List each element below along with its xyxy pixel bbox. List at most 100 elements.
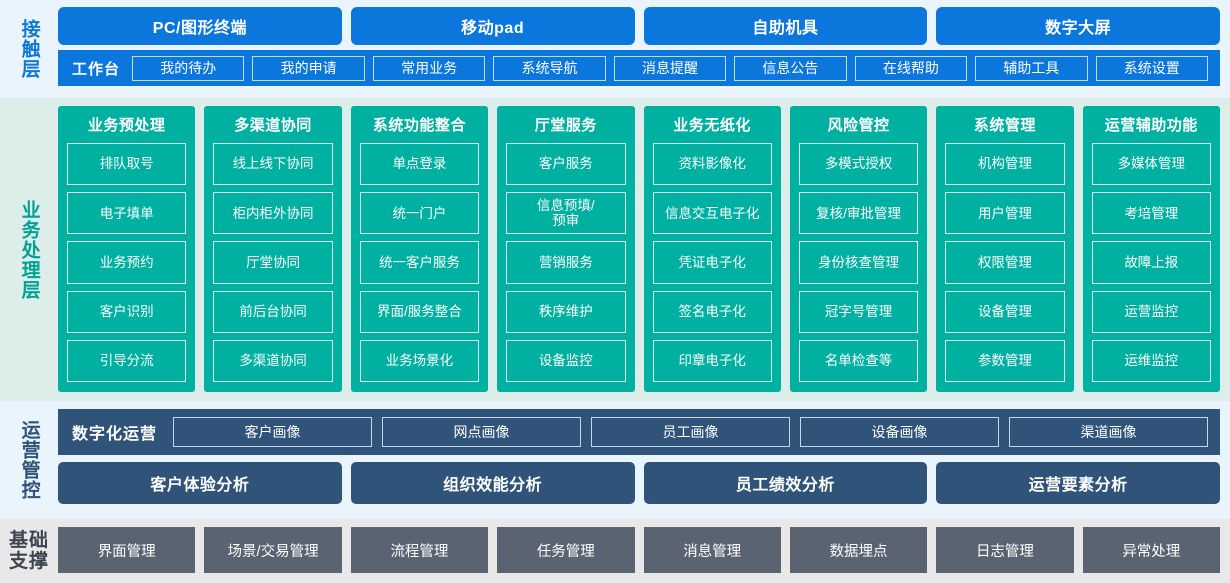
business-column-ops-support: 运营辅助功能 多媒体管理 考培管理 故障上报 运营监控 运维监控 — [1082, 106, 1220, 392]
biz-item-multimode-authorization[interactable]: 多模式授权 — [798, 143, 919, 186]
biz-item-document-imaging[interactable]: 资料影像化 — [652, 143, 772, 186]
biz-item-online-offline-collab[interactable]: 线上线下协同 — [213, 143, 333, 186]
biz-item-lobby-collab[interactable]: 厅堂协同 — [213, 241, 333, 284]
channel-row: PC/图形终端 移动pad 自助机具 数字大屏 — [58, 7, 1220, 45]
biz-item-org-mgmt[interactable]: 机构管理 — [945, 143, 1065, 186]
foundation-item-scenario-transaction-mgmt[interactable]: 场景/交易管理 — [204, 527, 342, 573]
business-column-system-mgmt: 系统管理 机构管理 用户管理 权限管理 设备管理 参数管理 — [936, 106, 1074, 392]
layer-contact-body: PC/图形终端 移动pad 自助机具 数字大屏 工作台 我的待办 我的申请 常用… — [58, 0, 1230, 98]
foundation-item-message-mgmt[interactable]: 消息管理 — [643, 527, 781, 573]
biz-item-user-mgmt[interactable]: 用户管理 — [945, 192, 1065, 235]
layer-operations-label: 运营管控 — [18, 420, 40, 500]
channel-mobile-pad[interactable]: 移动pad — [350, 7, 635, 45]
analysis-customer-experience[interactable]: 客户体验分析 — [58, 462, 342, 504]
column-items: 机构管理 用户管理 权限管理 设备管理 参数管理 — [945, 143, 1065, 383]
biz-item-customer-service[interactable]: 客户服务 — [506, 143, 626, 186]
analysis-org-efficiency[interactable]: 组织效能分析 — [350, 462, 635, 504]
foundation-item-task-mgmt[interactable]: 任务管理 — [497, 527, 635, 573]
workbench-item-online-help[interactable]: 在线帮助 — [854, 55, 968, 81]
column-items: 资料影像化 信息交互电子化 凭证电子化 签名电子化 印章电子化 — [652, 143, 772, 383]
column-title: 业务预处理 — [87, 117, 166, 134]
biz-item-queue-number[interactable]: 排队取号 — [67, 143, 187, 186]
digital-operations-title: 数字化运营 — [72, 426, 158, 443]
biz-item-prefill-prereview[interactable]: 信息预填/ 预审 — [506, 192, 626, 235]
workbench-item-system-nav[interactable]: 系统导航 — [493, 55, 606, 81]
foundation-item-data-tracking[interactable]: 数据埋点 — [789, 527, 928, 573]
channel-digital-screen[interactable]: 数字大屏 — [936, 7, 1220, 45]
business-column-preprocess: 业务预处理 排队取号 电子填单 业务预约 客户识别 引导分流 — [58, 106, 196, 392]
biz-item-review-approval[interactable]: 复核/审批管理 — [798, 192, 919, 235]
workbench-item-announcement[interactable]: 信息公告 — [734, 55, 847, 81]
channel-self-service[interactable]: 自助机具 — [643, 7, 928, 45]
column-title: 多渠道协同 — [234, 117, 312, 134]
biz-item-device-mgmt[interactable]: 设备管理 — [945, 290, 1065, 333]
layer-foundation-label: 基础 支撑 — [0, 519, 58, 583]
digital-operations-bar: 数字化运营 客户画像 网点画像 员工画像 设备画像 渠道画像 — [58, 409, 1220, 455]
business-column-lobby-service: 厅堂服务 客户服务 信息预填/ 预审 营销服务 秩序维护 设备监控 — [497, 106, 635, 392]
biz-item-serial-number-mgmt[interactable]: 冠字号管理 — [798, 290, 919, 333]
business-column-paperless: 业务无纸化 资料影像化 信息交互电子化 凭证电子化 签名电子化 印章电子化 — [643, 106, 781, 392]
workbench-item-system-settings[interactable]: 系统设置 — [1095, 55, 1208, 81]
layer-contact: 接触层 PC/图形终端 移动pad 自助机具 数字大屏 工作台 我的待办 我的申… — [0, 0, 1230, 98]
workbench-item-message-alert[interactable]: 消息提醒 — [613, 55, 727, 81]
foundation-item-process-mgmt[interactable]: 流程管理 — [350, 527, 489, 573]
biz-item-front-back-collab[interactable]: 前后台协同 — [213, 290, 333, 333]
portrait-channel[interactable]: 渠道画像 — [1009, 417, 1209, 447]
workbench-item-my-application[interactable]: 我的申请 — [252, 55, 365, 81]
portrait-employee[interactable]: 员工画像 — [591, 417, 791, 447]
column-title: 运营辅助功能 — [1104, 117, 1198, 134]
channel-pc[interactable]: PC/图形终端 — [58, 7, 342, 45]
biz-item-appointment[interactable]: 业务预约 — [67, 241, 187, 284]
biz-item-operation-monitoring[interactable]: 运营监控 — [1091, 290, 1211, 333]
layer-foundation-label-line2: 支撑 — [8, 551, 49, 572]
biz-item-unified-customer-service[interactable]: 统一客户服务 — [359, 241, 480, 284]
business-column-system-integration: 系统功能整合 单点登录 统一门户 统一客户服务 界面/服务整合 业务场景化 — [350, 106, 489, 392]
biz-item-multimedia-mgmt[interactable]: 多媒体管理 — [1091, 143, 1211, 186]
biz-item-multichannel-collab[interactable]: 多渠道协同 — [213, 339, 333, 383]
biz-item-e-form[interactable]: 电子填单 — [67, 192, 187, 235]
workbench-title: 工作台 — [72, 60, 121, 78]
biz-item-ui-service-integration[interactable]: 界面/服务整合 — [359, 290, 480, 333]
portrait-device[interactable]: 设备画像 — [800, 417, 1000, 447]
biz-item-counter-collab[interactable]: 柜内柜外协同 — [213, 192, 333, 235]
biz-item-single-sign-on[interactable]: 单点登录 — [359, 143, 480, 186]
column-title: 系统功能整合 — [372, 117, 466, 134]
analysis-row: 客户体验分析 组织效能分析 员工绩效分析 运营要素分析 — [58, 462, 1220, 504]
foundation-item-ui-mgmt[interactable]: 界面管理 — [58, 527, 196, 573]
biz-item-order-maintenance[interactable]: 秩序维护 — [506, 290, 626, 333]
analysis-employee-performance[interactable]: 员工绩效分析 — [643, 462, 928, 504]
biz-item-unified-portal[interactable]: 统一门户 — [359, 192, 480, 235]
layer-foundation-body: 界面管理 场景/交易管理 流程管理 任务管理 消息管理 数据埋点 日志管理 异常… — [58, 519, 1230, 583]
biz-item-customer-identify[interactable]: 客户识别 — [67, 290, 187, 333]
business-column-multichannel: 多渠道协同 线上线下协同 柜内柜外协同 厅堂协同 前后台协同 多渠道协同 — [204, 106, 342, 392]
workbench-item-common-business[interactable]: 常用业务 — [372, 55, 486, 81]
biz-item-voucher-digital[interactable]: 凭证电子化 — [652, 241, 772, 284]
column-title: 业务无纸化 — [673, 117, 751, 134]
biz-item-permission-mgmt[interactable]: 权限管理 — [945, 241, 1065, 284]
portrait-customer[interactable]: 客户画像 — [173, 417, 373, 447]
column-title: 风险管控 — [827, 117, 890, 134]
biz-item-parameter-mgmt[interactable]: 参数管理 — [945, 339, 1065, 383]
foundation-row: 界面管理 场景/交易管理 流程管理 任务管理 消息管理 数据埋点 日志管理 异常… — [58, 527, 1220, 573]
foundation-item-log-mgmt[interactable]: 日志管理 — [936, 527, 1074, 573]
portrait-branch[interactable]: 网点画像 — [382, 417, 582, 447]
workbench-item-aux-tools[interactable]: 辅助工具 — [975, 55, 1088, 81]
biz-item-info-exchange-digital[interactable]: 信息交互电子化 — [652, 192, 772, 235]
biz-item-training-mgmt[interactable]: 考培管理 — [1091, 192, 1211, 235]
biz-item-business-scenario[interactable]: 业务场景化 — [359, 339, 480, 383]
biz-item-fault-report[interactable]: 故障上报 — [1091, 241, 1211, 284]
foundation-item-exception-handling[interactable]: 异常处理 — [1082, 527, 1220, 573]
analysis-operation-factors[interactable]: 运营要素分析 — [936, 462, 1220, 504]
layer-foundation-label-line1: 基础 — [8, 529, 49, 551]
biz-item-identity-verification[interactable]: 身份核查管理 — [798, 241, 919, 284]
biz-item-seal-digital[interactable]: 印章电子化 — [652, 339, 772, 383]
biz-item-marketing-service[interactable]: 营销服务 — [506, 241, 626, 284]
layer-business-label: 业务处理层 — [18, 199, 40, 300]
biz-item-watchlist-check[interactable]: 名单检查等 — [798, 339, 919, 383]
biz-item-device-monitoring[interactable]: 设备监控 — [506, 339, 626, 383]
biz-item-guide-diversion[interactable]: 引导分流 — [67, 339, 187, 383]
biz-item-signature-digital[interactable]: 签名电子化 — [652, 290, 772, 333]
column-items: 多媒体管理 考培管理 故障上报 运营监控 运维监控 — [1091, 143, 1211, 383]
biz-item-maintenance-monitoring[interactable]: 运维监控 — [1091, 339, 1211, 383]
workbench-item-my-todo[interactable]: 我的待办 — [132, 55, 245, 81]
